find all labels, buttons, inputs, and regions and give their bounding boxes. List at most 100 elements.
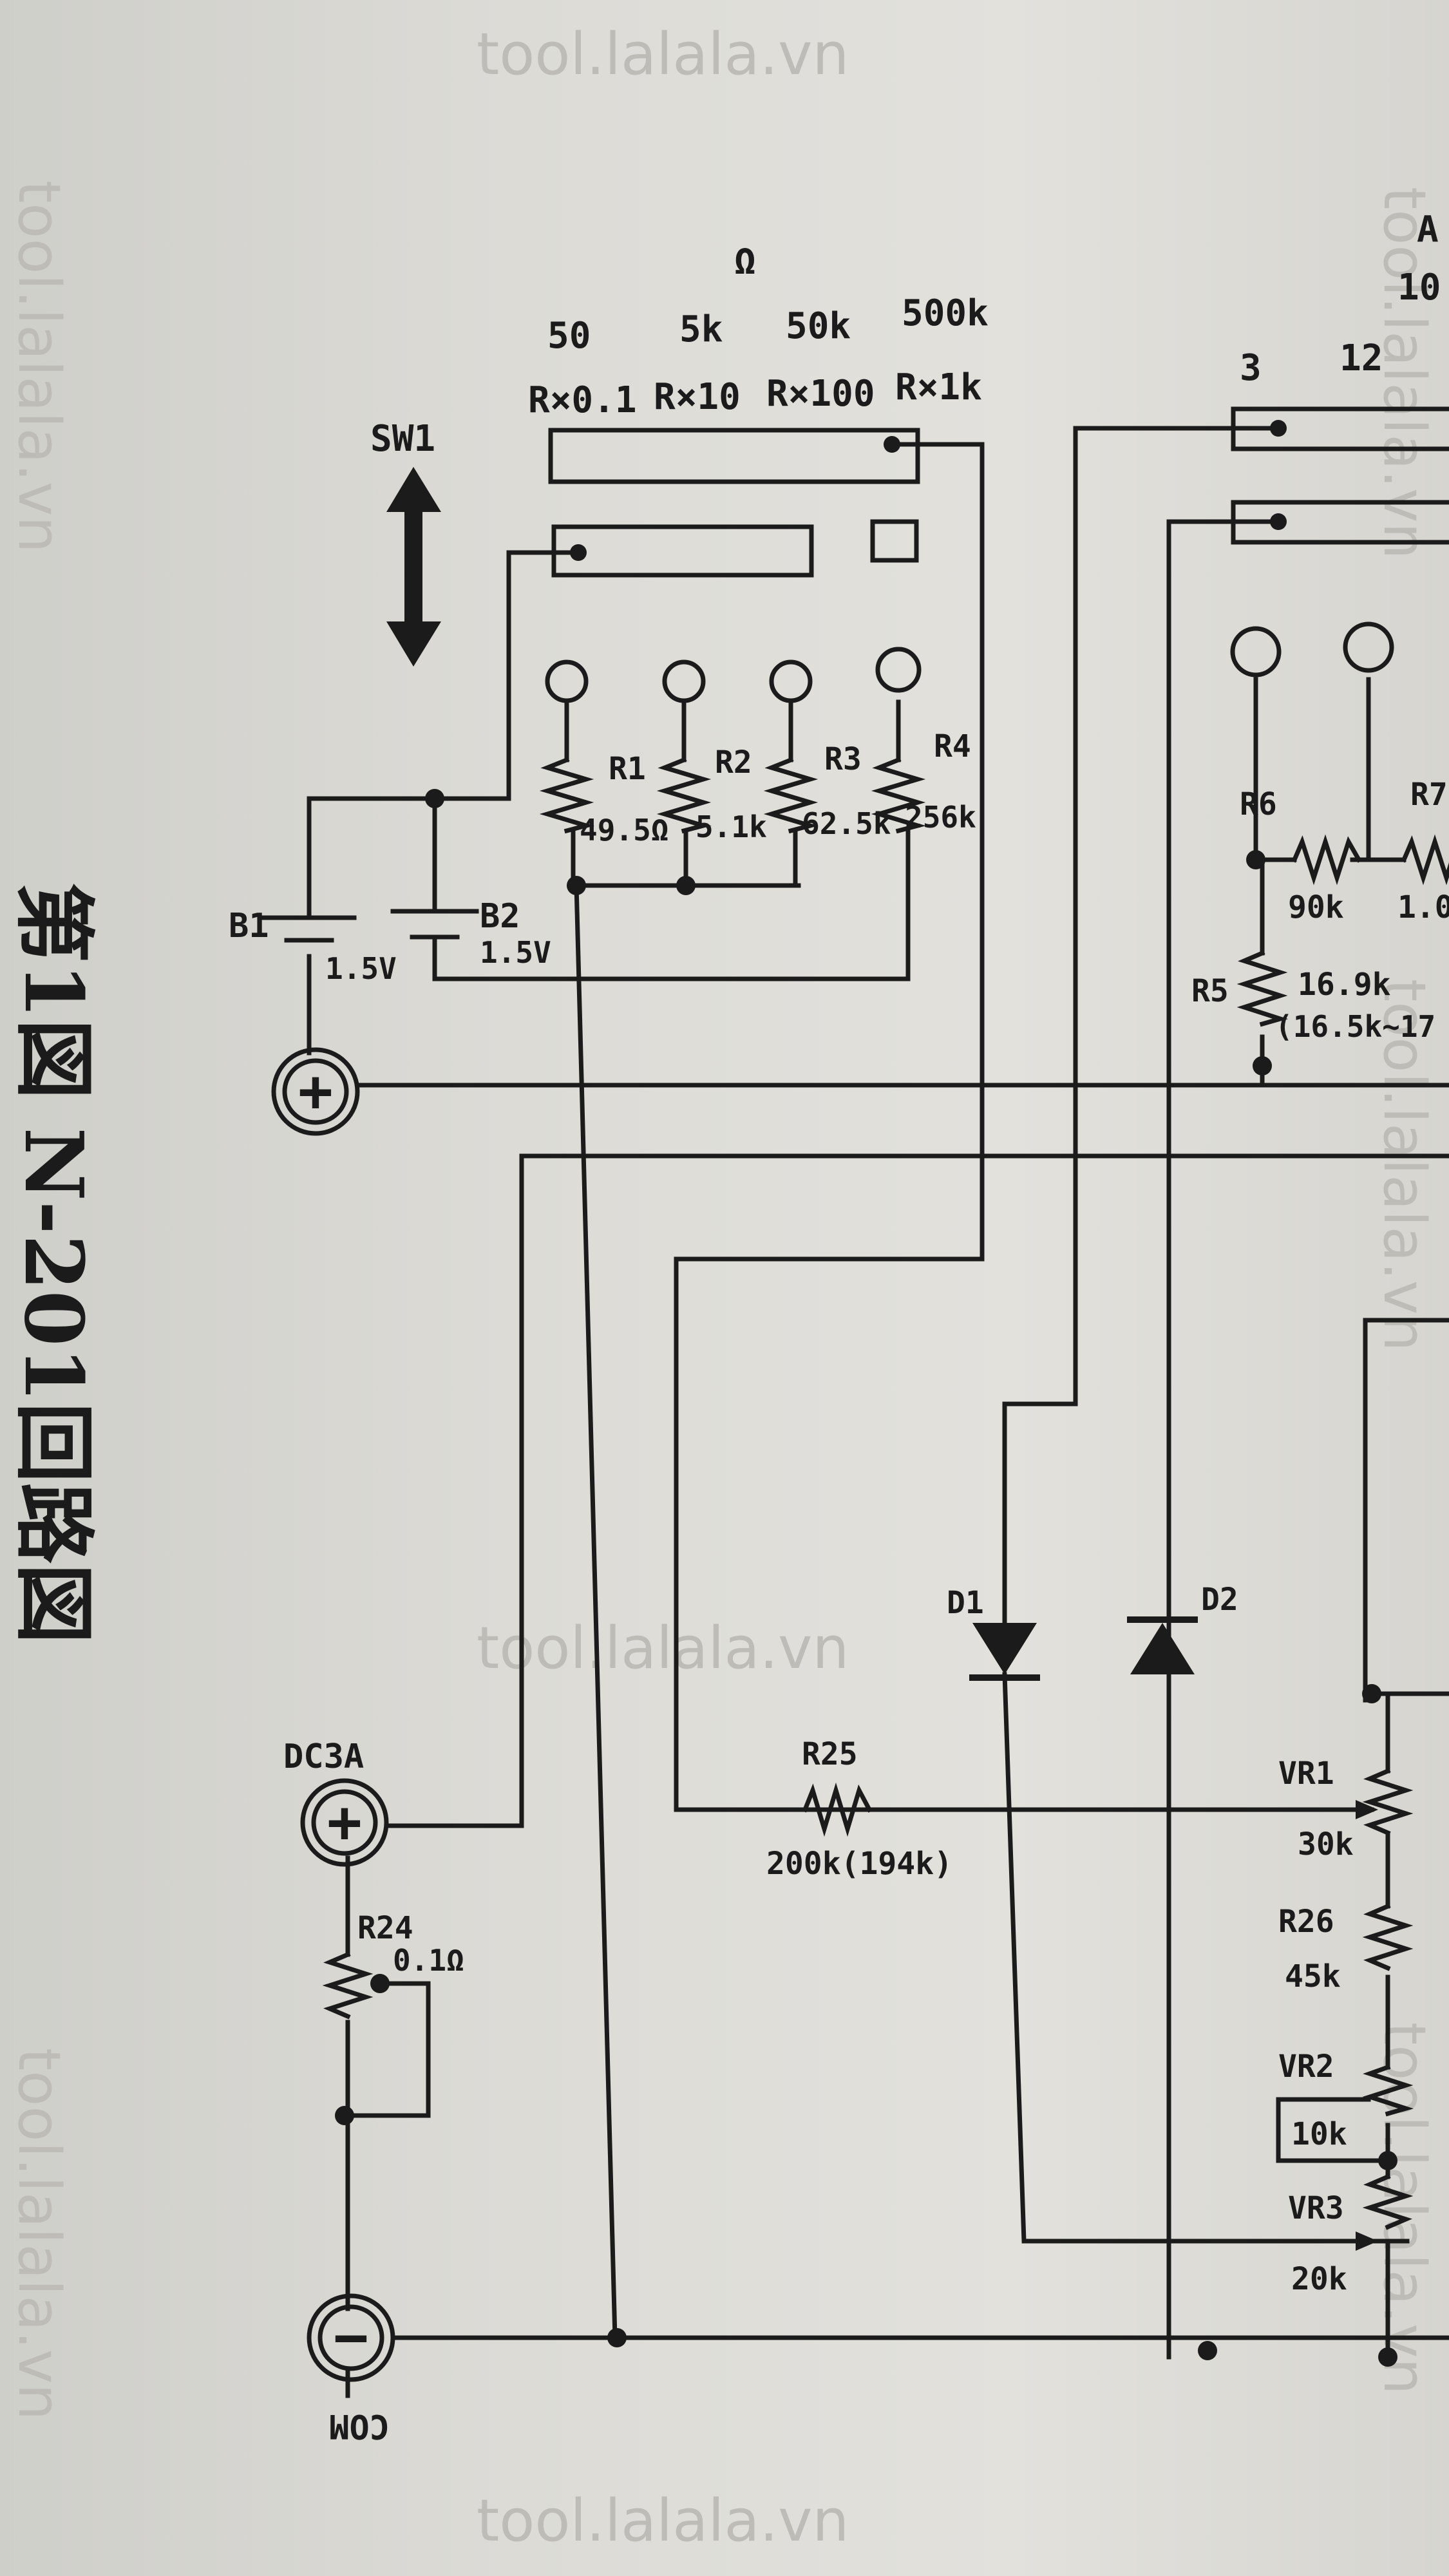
resistor-r7 <box>1401 834 1449 886</box>
current-range-12: 12 <box>1340 337 1383 379</box>
resistor-r4 <box>871 757 926 834</box>
vr2-value: 10k <box>1291 2116 1347 2152</box>
current-range-3: 3 <box>1240 347 1262 389</box>
junction-vr2 <box>1378 2151 1397 2170</box>
pot-vr3-body <box>1362 2174 1414 2230</box>
ohm-slide-bar-bottom <box>551 524 814 578</box>
watermark-top: tool.lalala.vn <box>477 21 849 88</box>
watermark-middle: tool.lalala.vn <box>477 1615 849 1682</box>
terminal-com-sign: − <box>334 2304 368 2371</box>
battery-b1-symbol <box>261 915 357 943</box>
r4-value: 256k <box>905 800 976 835</box>
r2-value: 5.1k <box>696 810 767 844</box>
battery-b2-symbol <box>390 909 479 940</box>
b2-value: 1.5V <box>480 935 551 970</box>
r4-name: R4 <box>934 728 971 764</box>
vr1-value: 30k <box>1298 1826 1354 1862</box>
watermark-left-top: tool.lalala.vn <box>5 180 73 553</box>
wire-rail-to-dc3a <box>384 1153 524 1828</box>
r3-value: 62.5k <box>802 806 891 841</box>
ohm-range-50k: 50k <box>786 305 851 347</box>
slider-dot-ohm-bottom <box>570 544 587 561</box>
jack-r1 <box>545 659 589 703</box>
wire-ohm-to-r25 <box>674 442 1139 1812</box>
b2-name: B2 <box>480 897 520 936</box>
r25-value: 200k(194k) <box>766 1846 952 1882</box>
ohm-mult-x0.1: R×0.1 <box>528 379 637 421</box>
junction-b2 <box>425 789 444 808</box>
terminal-plus-sign: + <box>298 1057 333 1125</box>
slider-dot-current-top <box>1270 420 1287 437</box>
resistor-r26 <box>1362 1903 1414 1971</box>
wire-bus-to-com <box>574 883 618 2340</box>
jack-current-1 <box>1230 626 1282 677</box>
switch-label: SW1 <box>370 418 435 460</box>
watermark-right-top: tool.lalala.vn <box>1370 187 1438 559</box>
diode-d2-bar <box>1127 1616 1198 1623</box>
junction-r24-tap <box>370 1974 390 1993</box>
resistor-r2 <box>656 757 712 834</box>
junction-com-d2 <box>1198 2341 1217 2360</box>
watermark-right-mid: tool.lalala.vn <box>1370 979 1438 1351</box>
junction-com-left <box>607 2328 627 2347</box>
terminal-dc3a-inner <box>311 1789 378 1856</box>
junction-r1 <box>567 876 586 895</box>
pot-vr2-body <box>1362 2064 1414 2117</box>
current-header-a: A <box>1417 209 1439 251</box>
r2-name: R2 <box>715 744 752 781</box>
jack-r2 <box>662 659 706 703</box>
junction-r5 <box>1253 1056 1272 1075</box>
resistor-r3 <box>763 757 819 834</box>
b1-name: B1 <box>229 907 269 945</box>
wire-right-stubs <box>1363 1318 1449 1696</box>
r24-name: R24 <box>357 1910 413 1946</box>
wire-d1-to-vr3 <box>1002 1672 1410 2244</box>
switch-arrow-up <box>386 467 441 512</box>
r7-name: R7 <box>1410 777 1448 813</box>
pot-vr3-arrow <box>1356 2231 1378 2251</box>
current-header-10: 10 <box>1397 267 1441 308</box>
terminal-com-inner <box>317 2304 384 2371</box>
ohm-mult-x100: R×100 <box>766 373 875 415</box>
r6-name: R6 <box>1240 786 1277 822</box>
ohm-range-50: 50 <box>547 315 591 357</box>
resistor-r1 <box>539 757 594 834</box>
resistor-r5 <box>1236 950 1289 1027</box>
terminal-dc3a-outer <box>300 1778 389 1867</box>
d1-label: D1 <box>947 1585 984 1621</box>
r25-name: R25 <box>802 1736 858 1772</box>
r26-name: R26 <box>1278 1904 1334 1940</box>
pot-vr1-arrow <box>1356 1800 1378 1819</box>
b1-value: 1.5V <box>325 951 397 986</box>
junction-r24-bottom <box>335 2106 354 2125</box>
r3-name: R3 <box>824 741 862 777</box>
ohm-range-5k: 5k <box>679 308 723 350</box>
wire-shunt-r24 <box>345 1855 431 2311</box>
vr1-name: VR1 <box>1278 1756 1334 1792</box>
wire-vr2-loop <box>1276 2097 1394 2163</box>
com-label: COM <box>329 2407 390 2445</box>
ohm-slide-square <box>870 519 919 563</box>
diode-d1-triangle <box>972 1623 1037 1674</box>
terminal-com-outer <box>307 2293 395 2382</box>
wire-12a-to-d2 <box>1166 519 1281 2360</box>
vr3-name: VR3 <box>1288 2190 1344 2226</box>
r24-value: 0.1Ω <box>393 1943 464 1978</box>
r1-name: R1 <box>609 751 646 787</box>
terminal-plus-outer <box>271 1047 360 1136</box>
jack-r3 <box>769 659 813 703</box>
r1-value: 49.5Ω <box>580 813 668 848</box>
r7-value: 1.0 <box>1397 889 1449 925</box>
junction-r6 <box>1246 850 1265 869</box>
resistor-r25 <box>802 1782 873 1837</box>
r5-alt-value: (16.5k~17 <box>1275 1009 1435 1044</box>
wire-switch-to-b1 <box>307 550 581 920</box>
ohm-mult-x10: R×10 <box>654 376 741 418</box>
vr3-value: 20k <box>1291 2261 1347 2297</box>
ohm-mult-x1k: R×1k <box>895 366 982 408</box>
ohm-range-500k: 500k <box>902 292 989 334</box>
r5-name: R5 <box>1191 973 1229 1009</box>
jack-r4 <box>875 647 922 693</box>
